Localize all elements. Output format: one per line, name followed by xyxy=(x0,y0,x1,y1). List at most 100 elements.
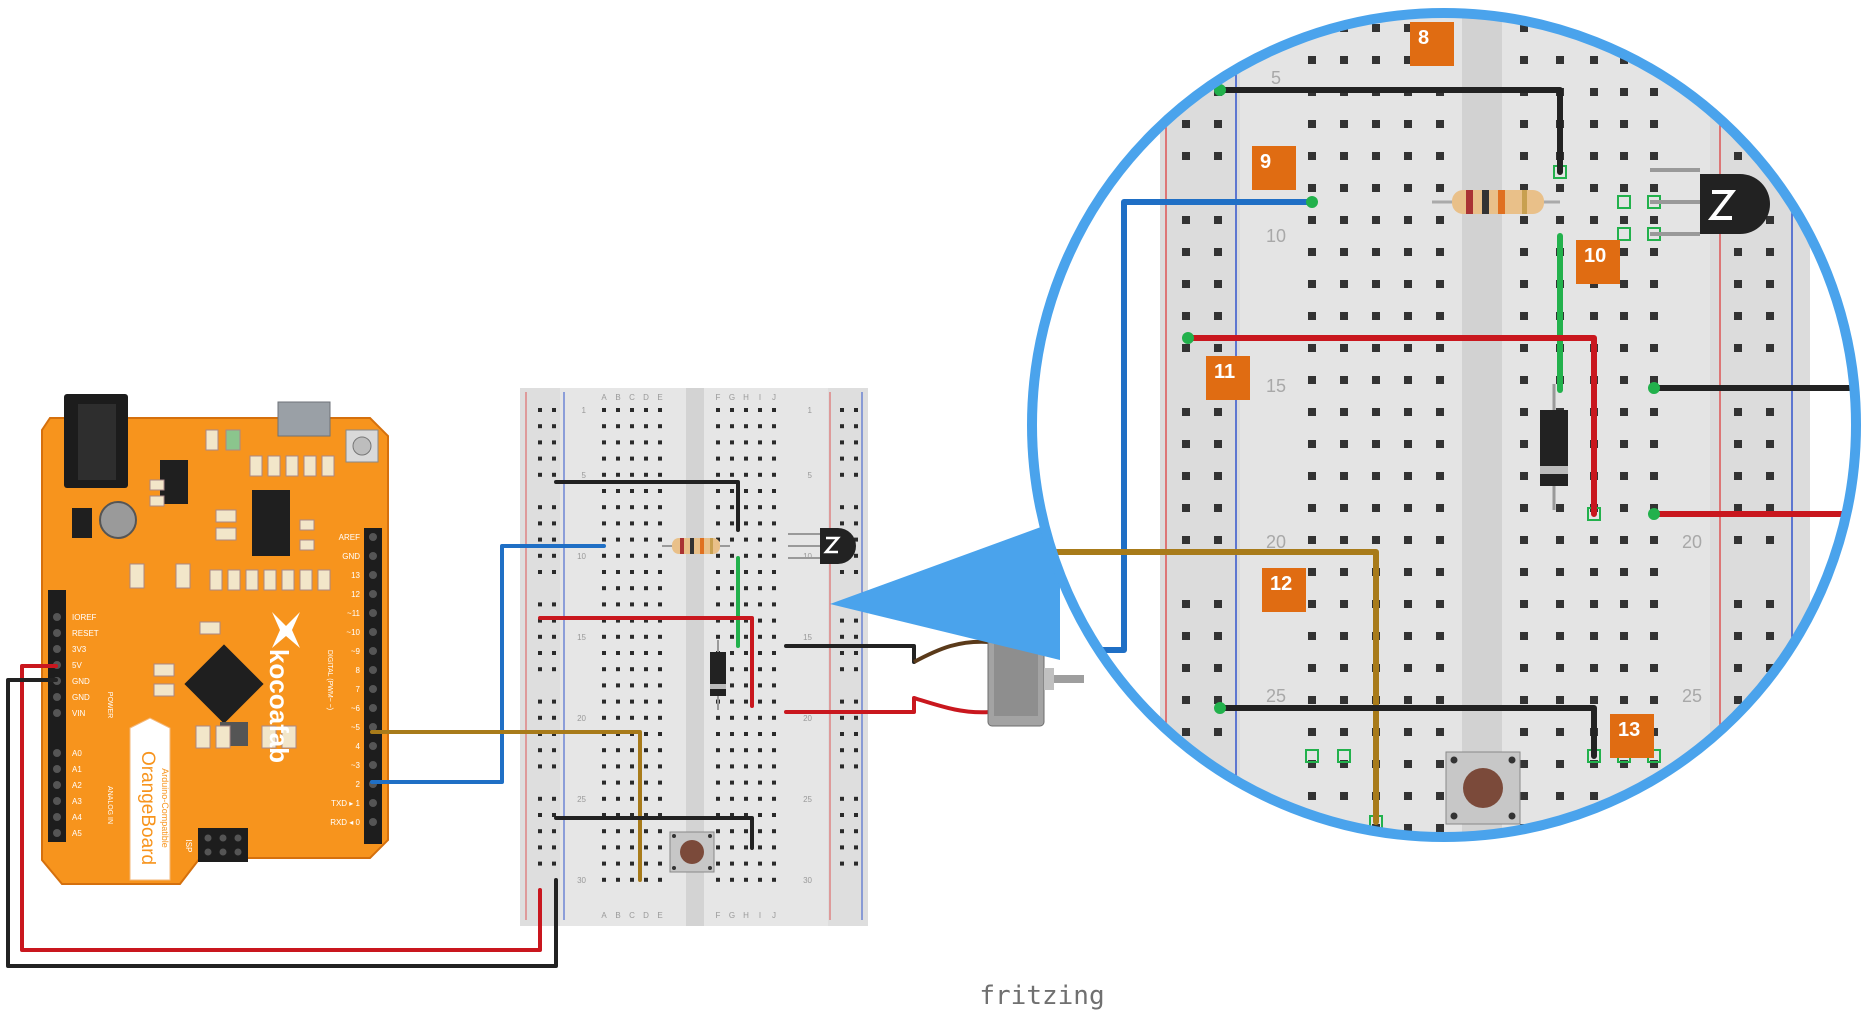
bb-column-label: G xyxy=(729,393,735,402)
board-name-label: OrangeBoard xyxy=(137,751,158,865)
power-pin-label: 5V xyxy=(72,661,82,670)
header-pin xyxy=(369,704,377,712)
bb-column-label: J xyxy=(772,393,776,402)
header-pin xyxy=(53,829,61,837)
bb-row-label: 15 xyxy=(577,633,586,642)
header-pin xyxy=(369,552,377,560)
analog-pin-label: A3 xyxy=(72,797,82,806)
digital-pin-label: ~6 xyxy=(351,704,361,713)
step-label-13: 13 xyxy=(1610,714,1654,758)
analog-pin-label: A1 xyxy=(72,765,82,774)
zoom-resistor xyxy=(1432,190,1560,214)
dc-motor xyxy=(913,629,1084,727)
step-label-10: 10 xyxy=(1576,240,1620,284)
step-number: 9 xyxy=(1260,151,1271,173)
step-number: 11 xyxy=(1214,361,1235,383)
header-pin xyxy=(369,761,377,769)
bb-wire-blue xyxy=(370,544,606,784)
step-label-8: 8 xyxy=(1410,22,1454,66)
zoom-row-label: 20 xyxy=(1266,532,1286,552)
power-pin-label: IOREF xyxy=(72,613,97,622)
digital-pin-label: ~9 xyxy=(351,647,361,656)
bb-row-label: 20 xyxy=(803,714,812,723)
header-pin xyxy=(369,609,377,617)
bb-row-label: 5 xyxy=(582,471,587,480)
digital-pin-label: 4 xyxy=(356,742,361,751)
analog-pin-label: A0 xyxy=(72,749,82,758)
bb-row-label: 10 xyxy=(803,552,812,561)
bb-row-label: 1 xyxy=(808,406,813,415)
zoom-row-label: 15 xyxy=(1266,376,1286,396)
header-pin xyxy=(369,628,377,636)
digital-pin-label: RXD ◂ 0 xyxy=(330,818,360,827)
bb-row-label: 30 xyxy=(803,876,812,885)
bb-column-label: D xyxy=(643,911,649,920)
zoom-pointer xyxy=(830,520,1060,660)
header-pin xyxy=(369,799,377,807)
board-brand-label: kocoafab xyxy=(264,649,294,763)
header-pin xyxy=(53,797,61,805)
step-number: 12 xyxy=(1270,573,1292,595)
bb-column-label: F xyxy=(716,393,721,402)
zoom-row-label: 25 xyxy=(1682,686,1702,706)
digital-pin-label: TXD ▸ 1 xyxy=(331,799,360,808)
bb-column-label: C xyxy=(629,911,635,920)
header-pin xyxy=(369,723,377,731)
analog-header xyxy=(48,740,66,842)
bb-row-label: 25 xyxy=(577,795,586,804)
bb-row-label: 30 xyxy=(577,876,586,885)
bb-column-label: H xyxy=(743,393,749,402)
isp-label: ISP xyxy=(184,840,193,853)
digital-pin-label: 2 xyxy=(356,780,361,789)
header-pin xyxy=(53,629,61,637)
breadboard-diode xyxy=(710,640,726,710)
header-pin xyxy=(369,818,377,826)
bb-wire-yellow xyxy=(370,730,642,882)
orangeboard-arduino: OrangeBoard Arduino-Compatible kocoafab … xyxy=(41,394,389,885)
header-pin xyxy=(369,590,377,598)
power-pin-label: GND xyxy=(72,693,90,702)
bb-wire-black-motor xyxy=(784,644,916,664)
usb-chip xyxy=(252,490,290,556)
header-pin xyxy=(369,742,377,750)
power-pin-label: RESET xyxy=(72,629,99,638)
digital-pin-label: ~5 xyxy=(351,723,361,732)
header-pin xyxy=(53,781,61,789)
zoom-pushbutton xyxy=(1445,751,1521,825)
zoom-row-label: 10 xyxy=(1266,226,1286,246)
zoom-wire-red xyxy=(1185,335,1597,517)
bb-column-label: H xyxy=(743,911,749,920)
zoom-wire-black-top xyxy=(1217,87,1563,175)
zoom-row-label: 25 xyxy=(1266,686,1286,706)
step-number: 13 xyxy=(1618,719,1640,741)
bb-row-label: 25 xyxy=(803,795,812,804)
digital-pin-label: 12 xyxy=(351,590,360,599)
step-number: 8 xyxy=(1418,27,1429,49)
bb-row-label: 20 xyxy=(577,714,586,723)
zoom-wire-yellow xyxy=(1032,549,1379,825)
bb-wire-black-top xyxy=(554,480,740,532)
digital-label: DIGITAL (PWM~ ~) xyxy=(326,650,333,710)
bb-row-label: 5 xyxy=(808,471,813,480)
header-pin xyxy=(369,533,377,541)
bb-column-label: B xyxy=(615,393,620,402)
bb-column-label: E xyxy=(657,911,662,920)
digital-pin-label: ~3 xyxy=(351,761,361,770)
bb-row-label: 10 xyxy=(577,552,586,561)
digital-pin-label: ~11 xyxy=(347,609,361,618)
header-pin xyxy=(53,645,61,653)
zoom-row-label: 5 xyxy=(1271,68,1281,88)
digital-pin-label: 13 xyxy=(351,571,360,580)
breadboard-pushbutton xyxy=(669,831,715,873)
bb-column-label: F xyxy=(716,911,721,920)
zoom-wire-black-bottom xyxy=(1217,705,1597,759)
header-pin xyxy=(53,709,61,717)
breadboard-transistor xyxy=(788,528,856,564)
usb-port xyxy=(277,401,331,437)
bb-wire-red-power xyxy=(20,664,542,952)
digital-pin-label: 7 xyxy=(356,685,361,694)
digital-pin-label: ~10 xyxy=(346,628,360,637)
